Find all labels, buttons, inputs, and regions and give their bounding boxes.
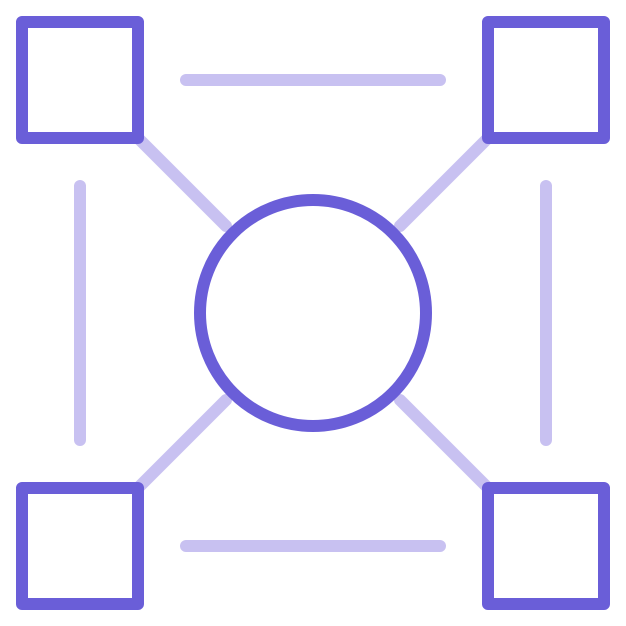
connector-line-top-left [132, 132, 232, 232]
node-square-bottom-right [482, 482, 610, 610]
connector-line-bottom-right [394, 394, 494, 494]
connector-lines [132, 132, 494, 494]
node-square-bottom-left [16, 482, 144, 610]
node-square-top-left [16, 16, 144, 144]
node-square-top-right [482, 16, 610, 144]
hub-circle [194, 194, 432, 432]
edge-lines [74, 74, 552, 552]
connector-line-top-right [394, 132, 494, 232]
connector-line-bottom-left [132, 394, 232, 494]
node-shapes [16, 16, 610, 610]
